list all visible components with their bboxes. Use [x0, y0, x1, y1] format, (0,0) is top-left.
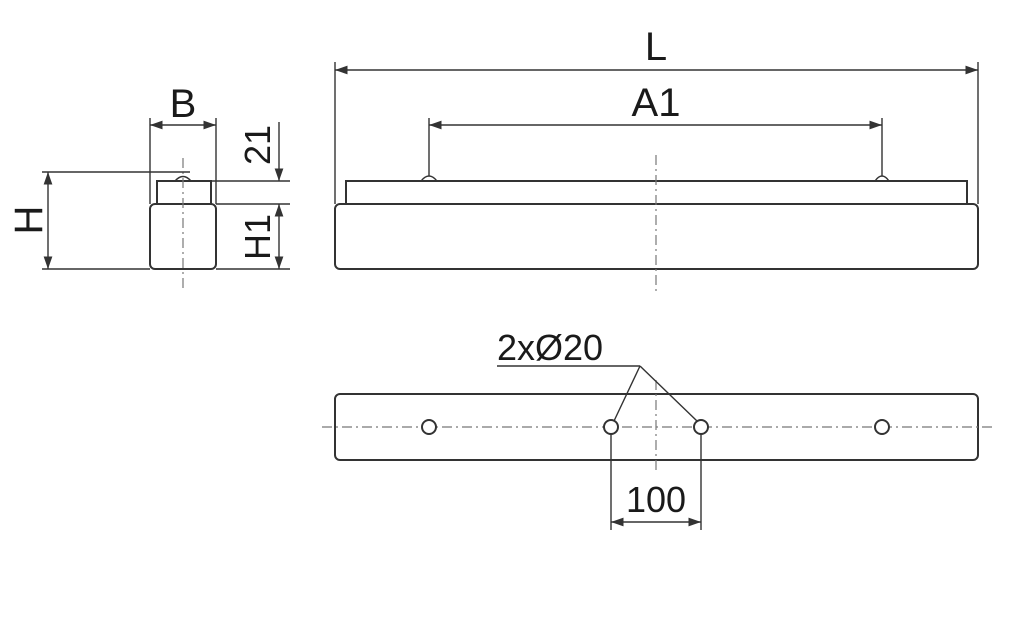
dim-100-label: 100	[626, 479, 686, 520]
dim-a1-label: A1	[632, 81, 681, 125]
side-view: B H 21 H1	[7, 82, 290, 292]
front-view: L A1	[334, 25, 979, 295]
dim-21-label: 21	[237, 125, 278, 165]
dim-b-label: B	[170, 82, 197, 126]
side-view-top-cap	[156, 180, 212, 205]
dim-h1-label: H1	[237, 214, 278, 260]
dim-h-label: H	[7, 206, 51, 235]
holes-label: 2xØ20	[497, 327, 603, 368]
side-view-bolt-head	[174, 175, 192, 182]
hole-inner-left	[603, 419, 619, 435]
top-view: 2xØ20 100	[322, 327, 992, 530]
holes-leader-left	[613, 365, 641, 422]
hole-outer-right	[874, 419, 890, 435]
dim-l-label: L	[645, 25, 667, 69]
holes-leader-right	[639, 365, 698, 422]
hole-outer-left	[421, 419, 437, 435]
hole-inner-right	[693, 419, 709, 435]
